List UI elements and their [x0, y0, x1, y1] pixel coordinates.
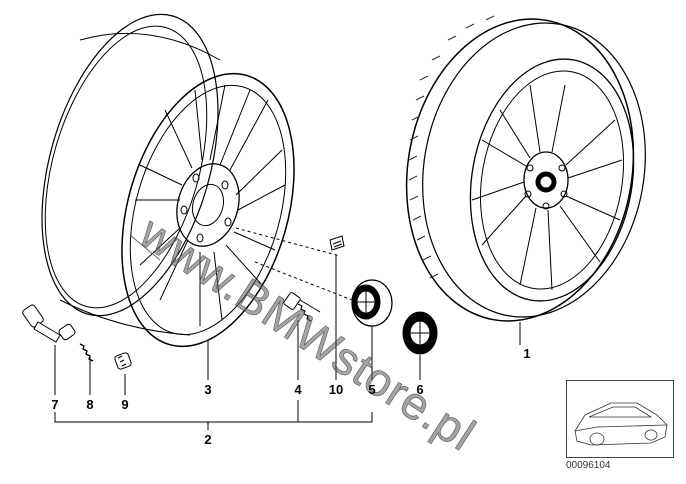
leader-lines — [54, 255, 521, 430]
hub-cap — [254, 261, 393, 327]
complete-wheel-with-tyre — [405, 15, 646, 322]
balance-weight — [235, 227, 345, 257]
wheel-emblem — [402, 311, 438, 355]
callout-part-10: 10 — [328, 382, 344, 397]
callout-part-8: 8 — [86, 397, 94, 412]
wheel-bolt — [283, 292, 321, 322]
tyre-valve-parts — [22, 304, 132, 370]
vehicle-thumbnail — [566, 380, 674, 458]
callout-part-9: 9 — [121, 397, 129, 412]
callout-part-4: 4 — [294, 382, 302, 397]
callout-part-6: 6 — [416, 382, 424, 397]
car-outline-icon — [574, 402, 668, 446]
drawing-code: 00096104 — [566, 460, 611, 471]
callout-part-2: 2 — [204, 432, 212, 447]
callout-part-5: 5 — [368, 382, 376, 397]
callout-part-3: 3 — [204, 382, 212, 397]
alloy-rim — [41, 13, 295, 348]
callout-part-7: 7 — [51, 397, 59, 412]
callout-part-1: 1 — [523, 346, 531, 361]
